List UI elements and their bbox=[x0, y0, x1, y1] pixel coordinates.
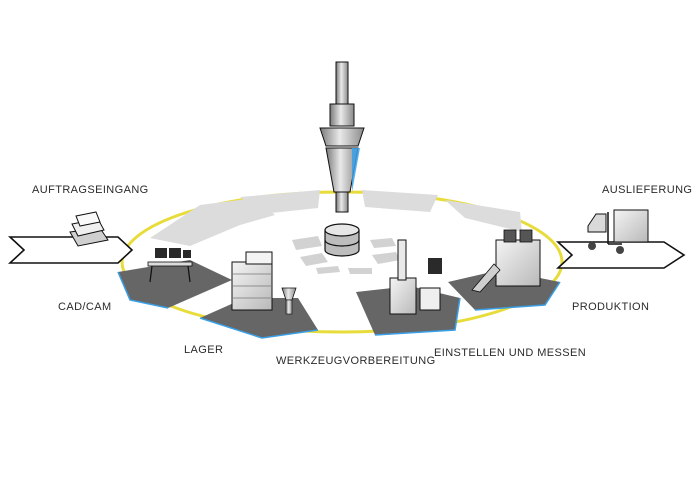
documents-tray-icon bbox=[69, 211, 109, 247]
small-tool-holder-icon bbox=[281, 287, 297, 315]
label-werkzeugvorbereitung: WERKZEUGVORBEREITUNG bbox=[276, 355, 436, 367]
delivery-arrow bbox=[555, 241, 686, 269]
intake-arrow bbox=[7, 236, 134, 264]
label-auslieferung: AUSLIEFERUNG bbox=[602, 184, 693, 196]
label-auftragseingang: AUFTRAGSEINGANG bbox=[32, 184, 149, 196]
back-segments bbox=[150, 190, 522, 246]
presetting-device-icon bbox=[389, 239, 442, 315]
cnc-machine-icon bbox=[471, 229, 541, 293]
label-produktion: PRODUKTION bbox=[572, 301, 650, 313]
label-lager: LAGER bbox=[184, 344, 224, 356]
forklift-icon bbox=[587, 209, 649, 254]
cadcam-workstation-icon bbox=[147, 248, 193, 283]
database-icon bbox=[324, 223, 360, 257]
label-cad-cam: CAD/CAM bbox=[58, 301, 112, 313]
tool-holder-icon bbox=[319, 61, 365, 213]
storage-cabinet-icon bbox=[231, 251, 273, 311]
label-einstellen-und-messen: EINSTELLEN UND MESSEN bbox=[434, 347, 587, 359]
inner-tiles bbox=[292, 236, 400, 274]
